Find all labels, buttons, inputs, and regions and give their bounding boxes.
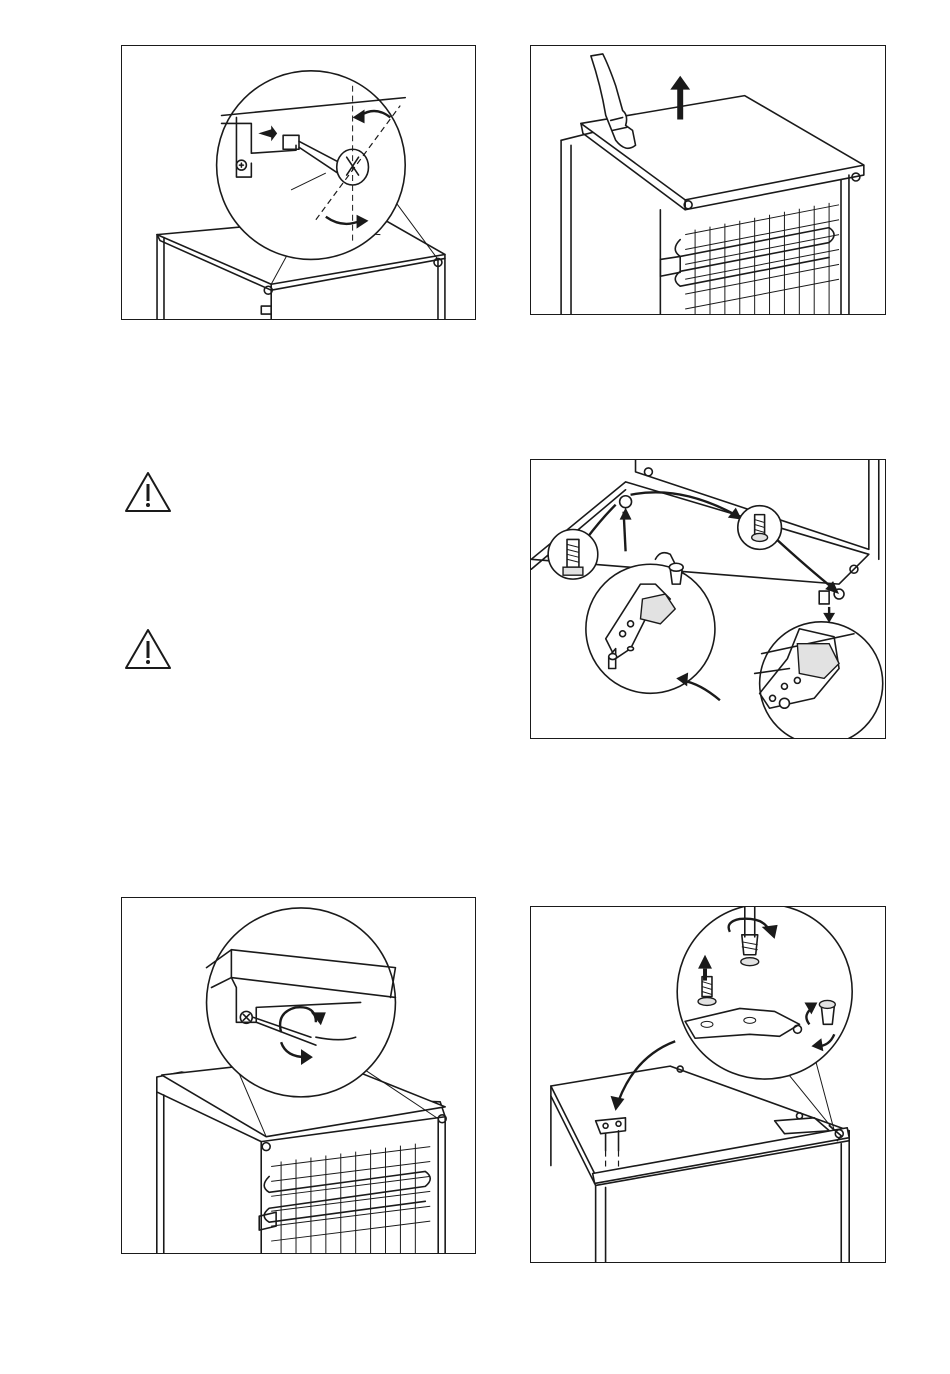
warning-triangle-icon	[124, 470, 172, 514]
figure-lift-top-cover	[530, 45, 886, 315]
warning-triangle-icon	[124, 627, 172, 671]
figure-remove-cover-screws	[121, 45, 476, 320]
figure-move-hinge-components	[530, 459, 886, 739]
figure-screw-top-cover	[121, 897, 476, 1254]
figure-reposition-top-hinge	[530, 906, 886, 1263]
